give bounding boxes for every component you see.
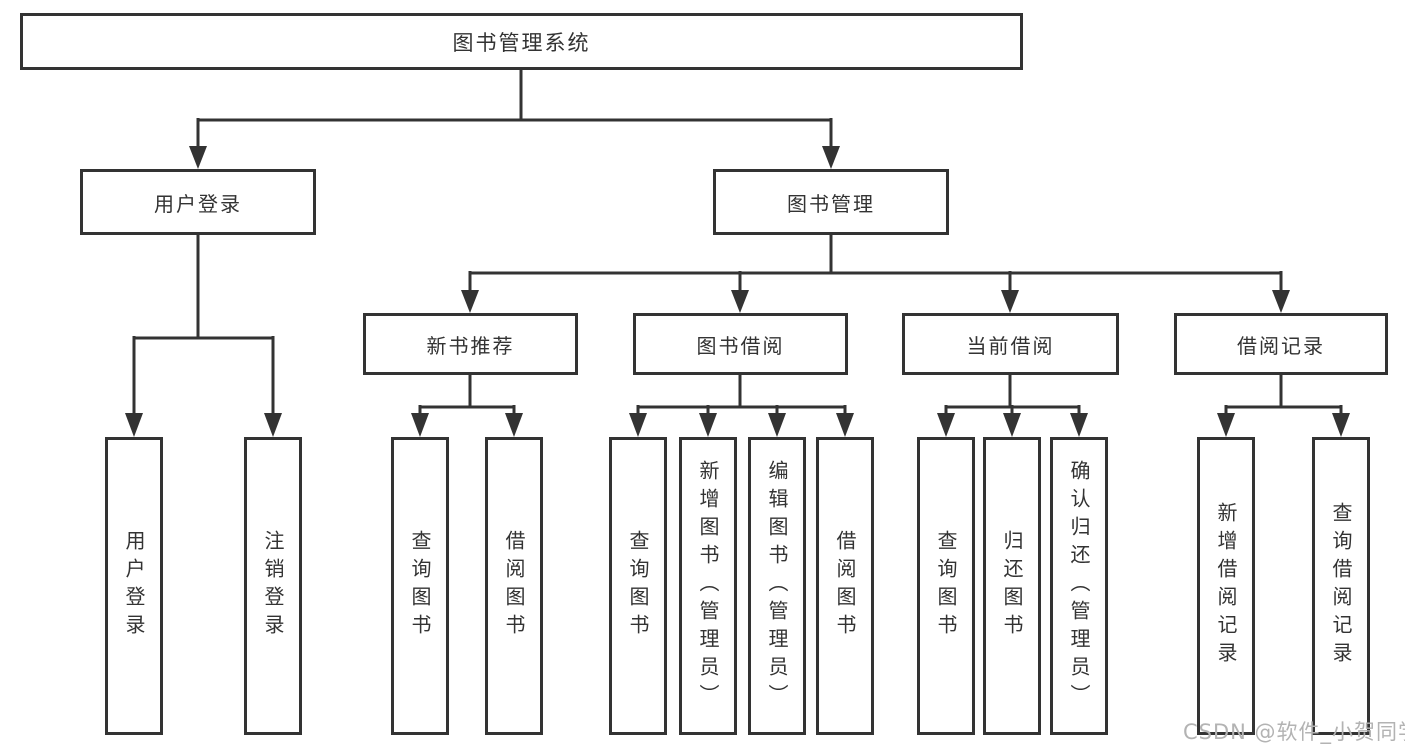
leaf-borrow-books: 借阅图书 (816, 437, 874, 735)
arrow-down-icon (699, 413, 717, 437)
arrow-down-icon (411, 413, 429, 437)
connector-borrow-records-branch (1217, 375, 1350, 437)
connector-user-login-branch (125, 235, 282, 437)
node-book-borrow: 图书借阅 (633, 313, 848, 375)
leaf-borrow-books-new-rec: 借阅图书 (485, 437, 543, 735)
leaf-add-books-admin: 新增图书（管理员） (679, 437, 737, 735)
connector-root-branch (189, 70, 840, 169)
arrow-down-icon (505, 413, 523, 437)
leaf-query-books-current: 查询图书 (917, 437, 975, 735)
node-book-management: 图书管理 (713, 169, 949, 235)
leaf-query-books-new-rec: 查询图书 (391, 437, 449, 735)
arrow-down-icon (1001, 290, 1019, 313)
connector-current-borrow-branch (937, 375, 1088, 437)
arrow-down-icon (1003, 413, 1021, 437)
arrow-down-icon (836, 413, 854, 437)
connector-book-management-branch (461, 235, 1290, 313)
leaf-user-login: 用户登录 (105, 437, 163, 735)
arrow-down-icon (125, 413, 143, 437)
arrow-down-icon (1070, 413, 1088, 437)
leaf-logout: 注销登录 (244, 437, 302, 735)
arrow-down-icon (822, 146, 840, 169)
arrow-down-icon (768, 413, 786, 437)
node-borrow-records: 借阅记录 (1174, 313, 1388, 375)
arrow-down-icon (629, 413, 647, 437)
leaf-return-books: 归还图书 (983, 437, 1041, 735)
arrow-down-icon (264, 413, 282, 437)
arrow-down-icon (937, 413, 955, 437)
arrow-down-icon (731, 290, 749, 313)
node-library-management-system: 图书管理系统 (20, 13, 1023, 70)
leaf-add-borrow-record: 新增借阅记录 (1197, 437, 1255, 735)
arrow-down-icon (1332, 413, 1350, 437)
arrow-down-icon (1272, 290, 1290, 313)
leaf-confirm-return-admin: 确认归还（管理员） (1050, 437, 1108, 735)
node-user-login: 用户登录 (80, 169, 316, 235)
node-new-book-recommend: 新书推荐 (363, 313, 578, 375)
node-current-borrow: 当前借阅 (902, 313, 1119, 375)
connector-book-borrow-branch (629, 375, 854, 437)
csdn-watermark: CSDN @软件_小贺同学 (1183, 720, 1405, 744)
arrow-down-icon (461, 290, 479, 313)
arrow-down-icon (189, 146, 207, 169)
connector-new-book-branch (411, 375, 523, 437)
leaf-query-borrow-record: 查询借阅记录 (1312, 437, 1370, 735)
arrow-down-icon (1217, 413, 1235, 437)
leaf-query-books-borrow: 查询图书 (609, 437, 667, 735)
leaf-edit-books-admin: 编辑图书（管理员） (748, 437, 806, 735)
